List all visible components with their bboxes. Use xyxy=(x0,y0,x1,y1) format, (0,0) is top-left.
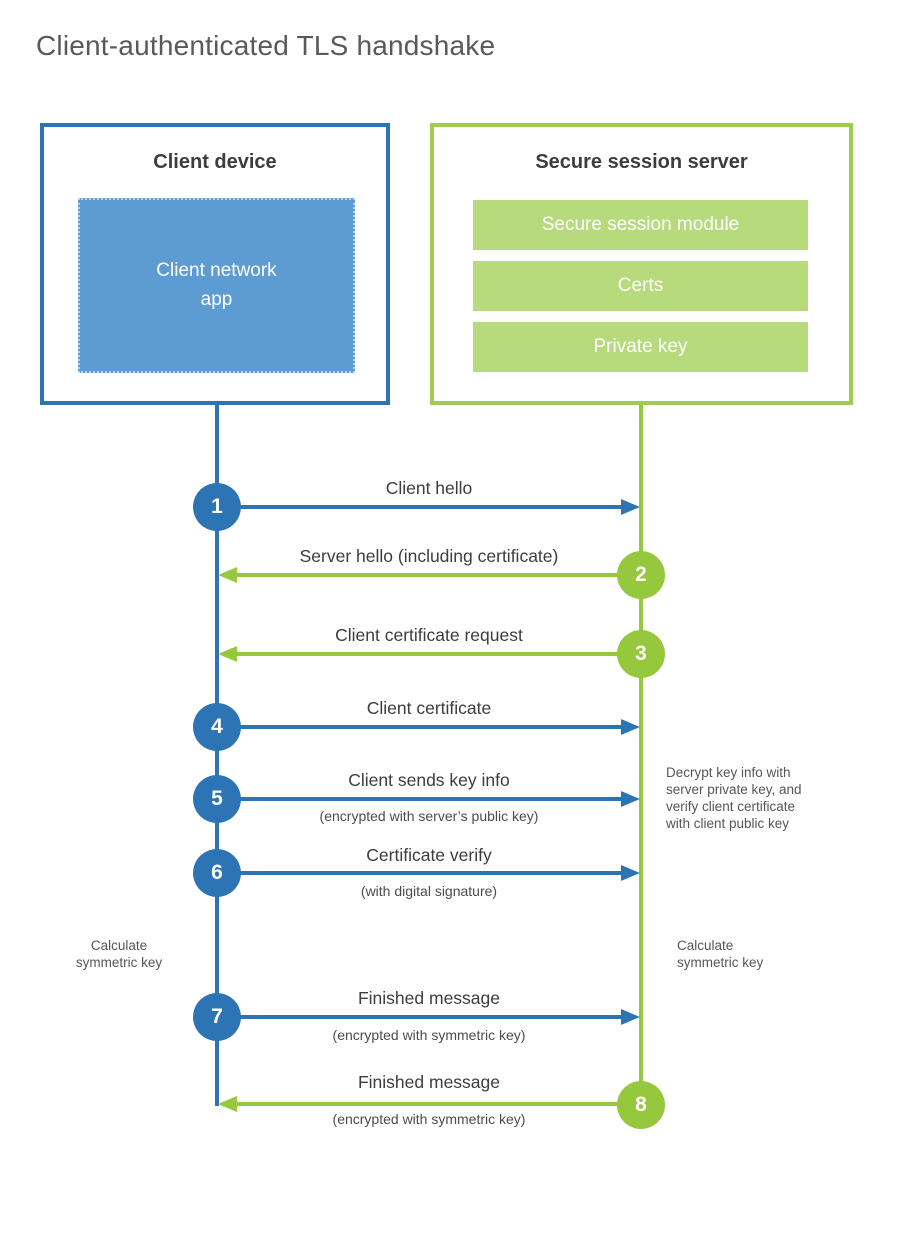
arrow-right-icon xyxy=(621,791,640,807)
client-network-app-box: Client network app xyxy=(78,198,355,373)
arrow-line-4 xyxy=(217,725,621,729)
message-sublabel-8: (encrypted with symmetric key) xyxy=(332,1111,526,1127)
message-sublabel-6: (with digital signature) xyxy=(360,883,498,899)
note-calculate-symmetric-key-server: Calculate symmetric key xyxy=(677,938,764,970)
message-label-4: Client certificate xyxy=(366,698,492,718)
step-badge-6: 6 xyxy=(193,849,241,897)
arrow-right-icon xyxy=(621,1009,640,1025)
step-badge-2: 2 xyxy=(617,551,665,599)
secure-session-server-title: Secure session server xyxy=(535,151,748,173)
arrow-line-3 xyxy=(237,652,641,656)
arrow-line-5 xyxy=(217,797,621,801)
message-label-8: Finished message xyxy=(357,1072,501,1092)
client-device-title: Client device xyxy=(153,151,277,173)
arrow-left-icon xyxy=(218,1096,237,1112)
step-badge-3: 3 xyxy=(617,630,665,678)
step-badge-7: 7 xyxy=(193,993,241,1041)
arrow-right-icon xyxy=(621,719,640,735)
server-module-secure-session: Secure session module xyxy=(473,200,808,250)
arrow-line-1 xyxy=(217,505,621,509)
message-sublabel-5: (encrypted with server’s public key) xyxy=(319,808,539,824)
message-label-1: Client hello xyxy=(385,478,473,498)
page-title: Client-authenticated TLS handshake xyxy=(36,30,496,61)
arrow-line-2 xyxy=(237,573,641,577)
step-badge-4: 4 xyxy=(193,703,241,751)
message-label-3: Client certificate request xyxy=(335,625,523,645)
message-sublabel-7: (encrypted with symmetric key) xyxy=(332,1027,526,1043)
arrow-right-icon xyxy=(621,499,640,515)
arrow-left-icon xyxy=(218,646,237,662)
note-decrypt-key-info: Decrypt key info with server private key… xyxy=(666,765,802,831)
note-calculate-symmetric-key-client: Calculate symmetric key xyxy=(75,938,163,970)
message-label-2: Server hello (including certificate) xyxy=(299,546,559,566)
step-badge-8: 8 xyxy=(617,1081,665,1129)
message-label-6: Certificate verify xyxy=(366,845,492,865)
arrow-line-7 xyxy=(217,1015,621,1019)
server-module-private-key: Private key xyxy=(473,322,808,372)
arrow-line-6 xyxy=(217,871,621,875)
message-label-7: Finished message xyxy=(357,988,501,1008)
step-badge-1: 1 xyxy=(193,483,241,531)
message-label-5: Client sends key info xyxy=(348,770,510,790)
arrow-right-icon xyxy=(621,865,640,881)
step-badge-5: 5 xyxy=(193,775,241,823)
arrow-line-8 xyxy=(237,1102,641,1106)
server-module-certs: Certs xyxy=(473,261,808,311)
arrow-left-icon xyxy=(218,567,237,583)
client-lifeline xyxy=(215,405,219,1106)
server-lifeline xyxy=(639,405,643,1106)
